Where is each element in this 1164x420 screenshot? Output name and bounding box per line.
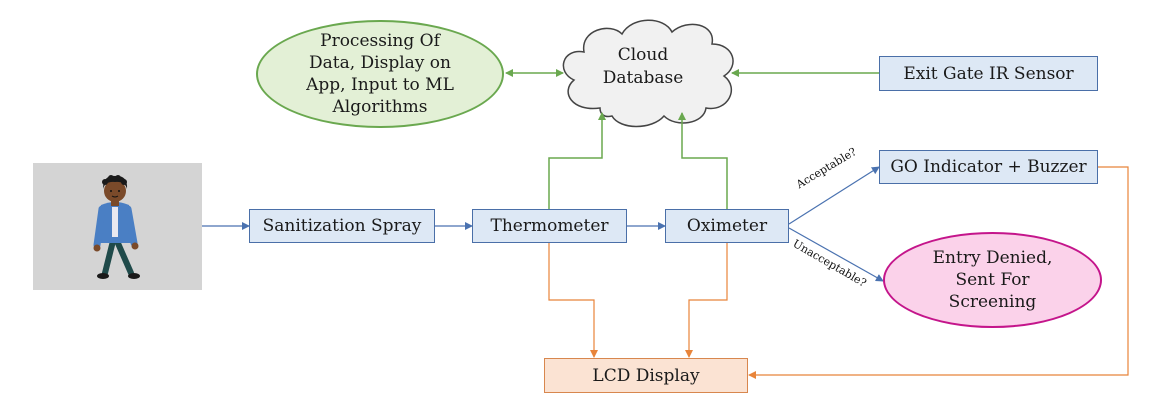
thermometer-label: Thermometer — [490, 216, 609, 236]
lcd-display-label: LCD Display — [592, 365, 700, 386]
sanitization-box: Sanitization Spray — [249, 209, 435, 243]
entry-denied-ellipse: Entry Denied, Sent For Screening — [883, 232, 1102, 328]
go-indicator-box: GO Indicator + Buzzer — [879, 150, 1098, 184]
walking-person-icon — [93, 175, 140, 279]
cloud-database-label: Cloud Database — [602, 45, 684, 88]
arrow-thermometer-to-cloud — [548, 112, 606, 209]
sanitization-label: Sanitization Spray — [262, 216, 422, 236]
oximeter-box: Oximeter — [665, 209, 789, 243]
cloud-shape — [562, 19, 734, 128]
thermometer-box: Thermometer — [472, 209, 627, 243]
arrow-oximeter-to-lcd — [685, 243, 728, 358]
arrow-oximeter-to-cloud — [678, 112, 728, 209]
oximeter-label: Oximeter — [686, 216, 768, 236]
arrow-go-to-lcd — [748, 166, 1129, 379]
exit-gate-label: Exit Gate IR Sensor — [903, 63, 1074, 84]
entry-denied-label: Entry Denied, Sent For Screening — [932, 248, 1053, 312]
lcd-display-box: LCD Display — [544, 358, 748, 393]
arrow-oximeter-to-denied — [788, 227, 884, 282]
person-image-panel — [33, 163, 202, 290]
processing-ellipse: Processing Of Data, Display on App, Inpu… — [256, 20, 504, 128]
arrow-thermometer-to-lcd — [548, 243, 598, 358]
processing-label: Processing Of Data, Display on App, Inpu… — [306, 31, 454, 117]
exit-gate-box: Exit Gate IR Sensor — [879, 56, 1098, 91]
go-indicator-label: GO Indicator + Buzzer — [890, 157, 1087, 177]
arrow-oximeter-to-go — [788, 166, 880, 225]
